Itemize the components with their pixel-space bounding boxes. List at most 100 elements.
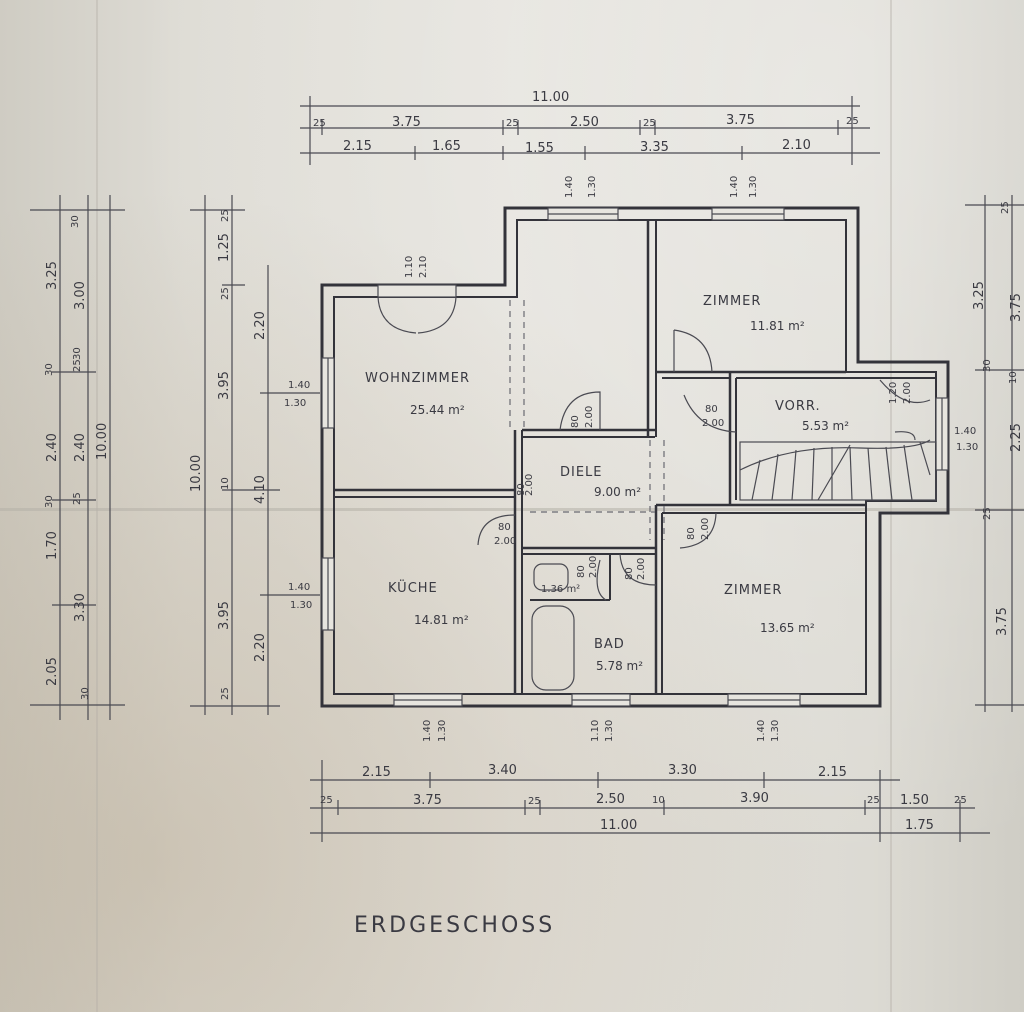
right-dim-labels: 25 3.25 3.75 30 10 2.25 25 3.75 [972, 201, 1024, 636]
dim-lm-5: 3.30 [73, 593, 88, 622]
dim-li-7: 10.00 [189, 455, 204, 492]
dim-r-5: 2.25 [1009, 423, 1024, 452]
op-wohn-top-b: 2.10 [418, 256, 429, 278]
dim-lo-4: 30 [44, 495, 55, 508]
dim-bot-r2-7: 1.50 [900, 793, 929, 808]
dim-bot-r2-8: 25 [954, 795, 967, 806]
dim-lw-2: 2.20 [253, 633, 268, 662]
dim-top-r3-3: 3.35 [640, 140, 669, 155]
paper-fold-vertical [96, 0, 98, 1012]
dim-bot-r2-3: 2.50 [596, 792, 625, 807]
room-wc-area: 1.36 m² [541, 584, 580, 595]
dim-top-r2-3: 2.50 [570, 115, 599, 130]
dim-r-4: 10 [1008, 371, 1019, 384]
op-kueche-b: 2.00 [494, 536, 516, 547]
op-ost-b: 2.00 [524, 474, 535, 496]
dim-li-5: 3.95 [217, 601, 232, 630]
door-swings [477, 329, 931, 601]
dimension-chain-left-outer [30, 195, 125, 720]
dim-r-7: 3.75 [995, 607, 1010, 636]
room-bad-area: 5.78 m² [596, 659, 643, 673]
plan-title: ERDGESCHOSS [354, 913, 555, 938]
op-diele-b: 2.00 [584, 406, 595, 428]
dim-li-6: 25 [220, 687, 231, 700]
dim-top-r3-0: 2.15 [343, 139, 372, 154]
op-bad-a: 80 [624, 567, 635, 580]
dim-lo-7: 30 [80, 687, 91, 700]
dim-li-3: 3.95 [217, 371, 232, 400]
dim-lw-1: 4.10 [253, 475, 268, 504]
op-bot1-a: 1.40 [422, 720, 433, 742]
op-zimmer-a: 80 [686, 527, 697, 540]
dim-lo-1: 3.25 [45, 261, 60, 290]
dim-lm-3: 2.40 [73, 433, 88, 462]
room-vorr-area: 5.53 m² [802, 419, 849, 433]
dim-top-r3-2: 1.55 [525, 141, 554, 156]
dim-li-0: 25 [220, 209, 231, 222]
dim-r-3: 30 [982, 359, 993, 372]
dim-r-0: 25 [1000, 201, 1011, 214]
dim-lo-3: 2.40 [45, 433, 60, 462]
staircase [739, 431, 937, 501]
op-right-a: 1.40 [954, 426, 976, 437]
room-diele-area: 9.00 m² [594, 485, 641, 499]
room-zimmer-top-area: 11.81 m² [750, 319, 805, 333]
room-vorr-name: VORR. [775, 399, 821, 414]
dim-top-r2-0: 25 [313, 118, 326, 129]
room-zimmer-top-name: ZIMMER [703, 294, 761, 309]
paper-fold-vertical-right [890, 0, 892, 1012]
dim-bot-r2-1: 3.75 [413, 793, 442, 808]
dim-lo-2: 30 [44, 363, 55, 376]
toilet [533, 563, 569, 591]
op-left1-b: 1.30 [284, 398, 306, 409]
dim-lm-0: 30 [72, 347, 83, 360]
room-zimmer-bottom-name: ZIMMER [724, 583, 782, 598]
op-entry-b: 2.00 [902, 382, 913, 404]
op-top1-a: 1.40 [564, 176, 575, 198]
op-kueche-a: 80 [498, 522, 511, 533]
dim-bot-r2-4: 10 [652, 795, 665, 806]
paper-fold [0, 508, 1024, 511]
room-zimmer-bottom-area: 13.65 m² [760, 621, 815, 635]
dim-bot-r2-0: 25 [320, 795, 333, 806]
dim-bot-r1-2: 3.30 [668, 763, 697, 778]
dim-top-r2-2: 25 [506, 118, 519, 129]
room-bad-name: BAD [594, 637, 625, 652]
dim-top-r3-1: 1.65 [432, 139, 461, 154]
dim-r-1: 3.25 [972, 281, 987, 310]
dim-top-r2-1: 3.75 [392, 115, 421, 130]
room-kueche-name: KÜCHE [388, 579, 438, 596]
room-diele-name: DIELE [560, 465, 603, 480]
op-wohn-top-a: 1.10 [404, 256, 415, 278]
op-entry-a: 1.20 [888, 382, 899, 404]
op-left1-a: 1.40 [288, 380, 310, 391]
dim-r-2: 3.75 [1009, 293, 1024, 322]
dim-lm-4: 25 [72, 492, 83, 505]
dim-top-r2-6: 25 [846, 116, 859, 127]
op-vorr-b: 2.00 [702, 418, 724, 429]
op-top1-b: 1.30 [587, 176, 598, 198]
dim-lo-0: 30 [70, 215, 81, 228]
interior-walls [334, 220, 936, 694]
op-top2-b: 1.30 [748, 176, 759, 198]
op-vorr-a: 80 [705, 404, 718, 415]
dim-bot-r1-0: 2.15 [362, 765, 391, 780]
dim-top-r2-4: 25 [643, 118, 656, 129]
exterior-walls [320, 206, 950, 708]
room-labels: WOHNZIMMER 25.44 m² ZIMMER 11.81 m² VORR… [365, 294, 849, 673]
op-left2-a: 1.40 [288, 582, 310, 593]
hidden-lines [509, 300, 665, 540]
dim-li-4: 10 [220, 477, 231, 490]
op-wc-b: 2.00 [588, 556, 599, 578]
dim-top-r2-5: 3.75 [726, 113, 755, 128]
op-bot2-b: 1.30 [604, 720, 615, 742]
dim-lw-0: 2.20 [253, 311, 268, 340]
op-bot2-a: 1.10 [590, 720, 601, 742]
op-left2-b: 1.30 [290, 600, 312, 611]
dim-bot-extra: 1.75 [905, 818, 934, 833]
dim-bot-total: 11.00 [600, 818, 637, 833]
dim-lm-2: 25 [72, 359, 83, 372]
op-ost-a: 80 [516, 483, 527, 496]
op-bot1-b: 1.30 [437, 720, 448, 742]
